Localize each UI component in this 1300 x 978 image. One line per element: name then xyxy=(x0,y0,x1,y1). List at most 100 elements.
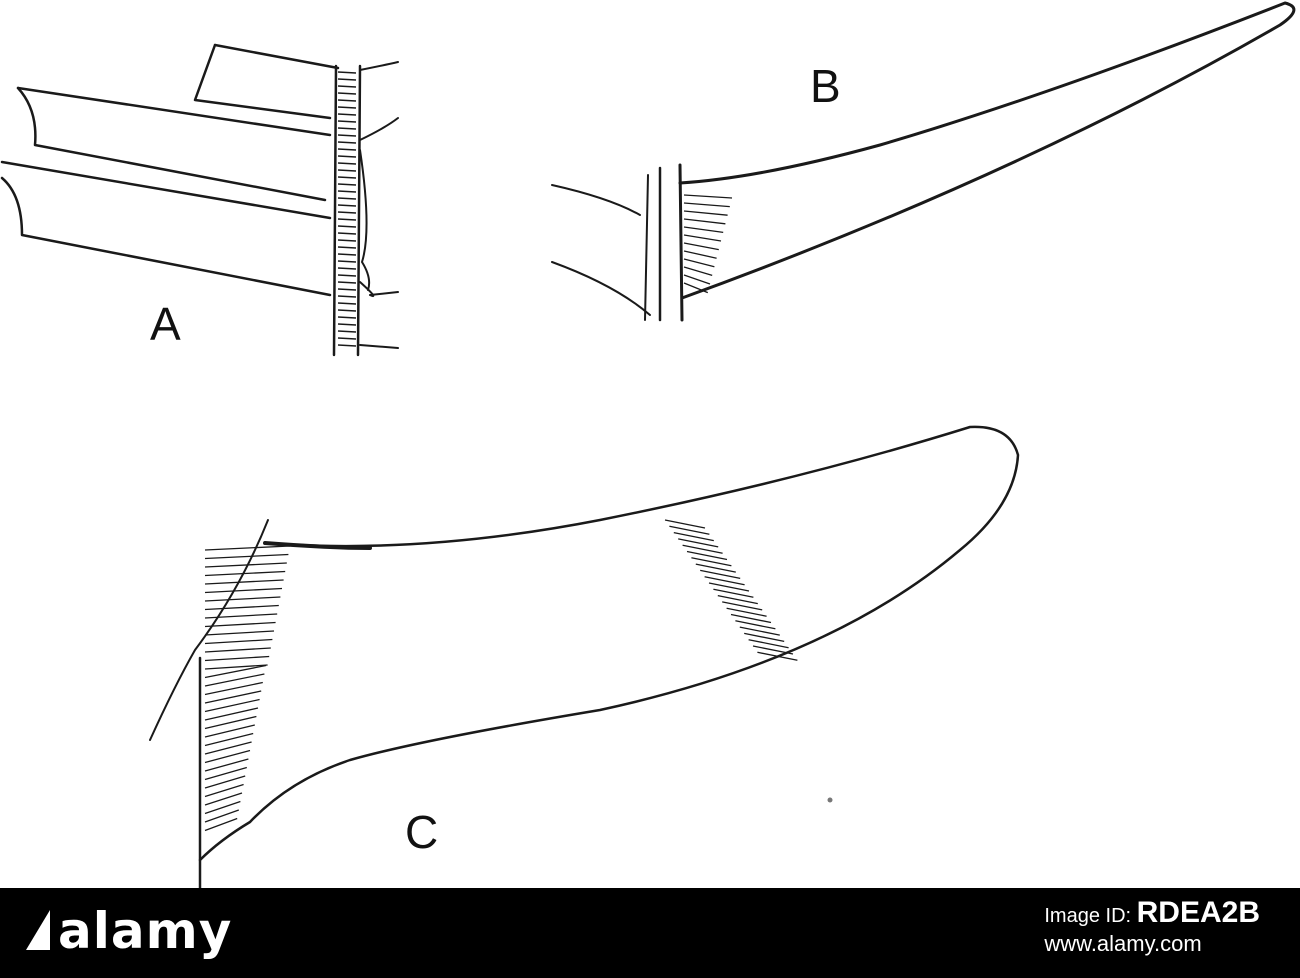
hatch-line xyxy=(683,210,728,216)
hatch-line xyxy=(204,724,255,738)
hatch-line xyxy=(683,282,709,294)
watermark-banner: alamy Image ID: RDEA2B www.alamy.com xyxy=(0,888,1300,978)
hatch-line xyxy=(204,545,291,551)
brand-name: alamy xyxy=(58,902,233,960)
site-url[interactable]: www.alamy.com xyxy=(1044,931,1202,956)
brand-logo[interactable]: alamy xyxy=(20,896,232,966)
hatch-line xyxy=(748,639,789,649)
hatch-line xyxy=(337,274,357,277)
hatch-line xyxy=(713,588,754,598)
hatch-line xyxy=(337,106,357,109)
hatch-line xyxy=(204,698,260,713)
hatch-line xyxy=(337,113,357,116)
hatch-line xyxy=(204,638,273,645)
hatch-line xyxy=(664,519,706,529)
hatch-line xyxy=(204,664,267,679)
panel-c-drawing xyxy=(149,425,1020,888)
hatch-line xyxy=(686,550,728,561)
hatch-line xyxy=(204,630,275,636)
hatch-line xyxy=(683,266,713,277)
hatch-line xyxy=(204,579,284,585)
hatch-line xyxy=(204,817,238,832)
hatch-line xyxy=(739,626,780,636)
hatch-line xyxy=(337,190,357,193)
hatch-line xyxy=(337,281,357,284)
hatch-line xyxy=(744,632,785,643)
hatch-line xyxy=(683,258,715,268)
hatch-line xyxy=(204,562,287,568)
hatch-line xyxy=(204,690,262,704)
hatch-line xyxy=(337,99,357,102)
hatch-line xyxy=(204,741,252,755)
hatch-line xyxy=(726,607,767,617)
hatch-line xyxy=(337,323,357,326)
hatch-line xyxy=(337,92,357,95)
label-a: A xyxy=(150,298,181,350)
hatch-line xyxy=(337,302,357,305)
hatch-line xyxy=(204,621,276,628)
hatch-line xyxy=(204,766,247,781)
hatch-line xyxy=(204,681,263,696)
hatch-line xyxy=(204,783,244,798)
hatch-line xyxy=(337,316,357,319)
hatch-line xyxy=(730,613,772,624)
hatch-line xyxy=(204,758,249,772)
botanical-figure: A B C xyxy=(0,1,1296,888)
hatch-line xyxy=(337,225,357,228)
hatch-line xyxy=(337,260,357,263)
hatch-line xyxy=(683,226,724,234)
hatch-line xyxy=(673,531,714,542)
hatch-line xyxy=(337,267,357,270)
hatch-line xyxy=(204,604,279,611)
hatch-line xyxy=(337,232,357,235)
hatch-line xyxy=(752,645,794,655)
hatch-line xyxy=(683,194,733,199)
hatch-line xyxy=(204,553,289,560)
hatch-line xyxy=(683,218,726,225)
hatch-line xyxy=(337,141,357,144)
hatch-line xyxy=(337,155,357,158)
hatch-line xyxy=(682,544,723,554)
hatch-line xyxy=(204,800,241,815)
hatch-line xyxy=(683,250,717,259)
hatch-line xyxy=(708,582,750,592)
hatch-line xyxy=(337,183,357,186)
hatch-line xyxy=(337,78,357,81)
hatch-line xyxy=(337,85,357,88)
figure-drawing: A B C xyxy=(0,1,1296,888)
hatch-line xyxy=(691,557,732,567)
image-id-value: RDEA2B xyxy=(1136,896,1260,929)
hatch-line xyxy=(722,601,763,611)
hatch-line xyxy=(337,330,357,333)
hatch-line xyxy=(204,749,251,764)
hatch-line xyxy=(337,211,357,214)
hatch-line xyxy=(337,288,357,291)
hatch-line xyxy=(337,295,357,298)
hatch-line xyxy=(204,655,270,662)
hatch-line xyxy=(683,274,711,285)
hatch-line xyxy=(683,202,730,208)
hatch-line xyxy=(204,707,259,721)
hatch-line xyxy=(337,344,357,347)
hatch-line xyxy=(337,162,357,165)
hatch-line xyxy=(337,337,357,340)
hatch-line xyxy=(337,246,357,249)
hatch-line xyxy=(337,71,357,74)
panel-b-drawing xyxy=(551,1,1296,322)
hatch-line xyxy=(337,148,357,151)
hatch-line xyxy=(337,120,357,123)
hatch-line xyxy=(337,134,357,137)
hatch-line xyxy=(204,664,268,670)
label-b: B xyxy=(810,60,841,112)
dust-speck xyxy=(827,797,833,803)
hatch-line xyxy=(337,253,357,256)
label-c: C xyxy=(405,806,438,858)
hatch-line xyxy=(204,613,278,619)
hatch-line xyxy=(204,732,254,747)
hatch-line xyxy=(717,594,758,605)
hatch-line xyxy=(204,647,271,653)
hatch-line xyxy=(204,596,281,602)
hatch-line xyxy=(683,234,722,242)
hatch-line xyxy=(683,242,719,251)
image-info: Image ID: RDEA2B www.alamy.com xyxy=(1044,898,1260,959)
